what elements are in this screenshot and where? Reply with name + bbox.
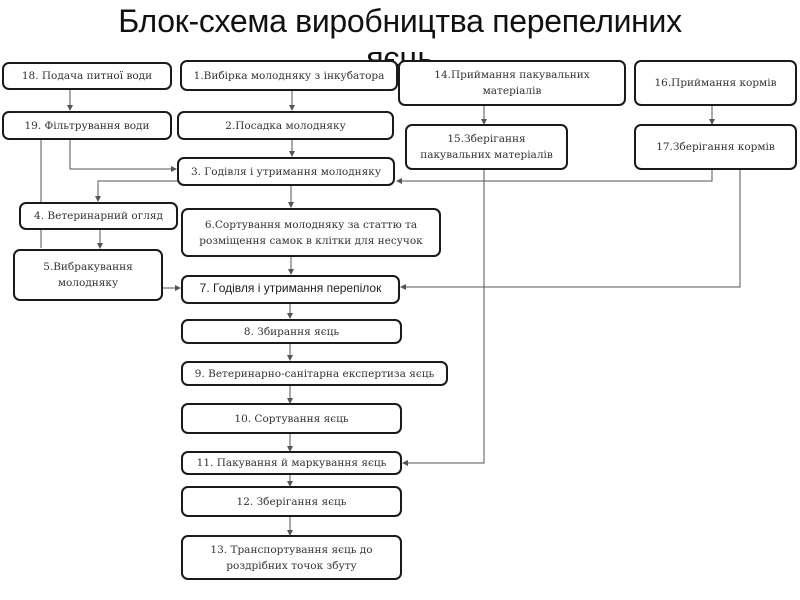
node-18-drinking-water-supply[interactable]: 18. Подача питної води	[2, 62, 172, 90]
node-4-vet-inspection[interactable]: 4. Ветеринарний огляд	[19, 202, 178, 230]
node-9-vet-sanitary-exam[interactable]: 9. Ветеринарно-санітарна експертиза яєць	[181, 361, 448, 386]
node-10-egg-sorting[interactable]: 10. Сортування яєць	[181, 403, 402, 434]
node-7-quail-feeding[interactable]: 7. Годівля і утримання перепілок	[181, 275, 400, 304]
diagram-title: Блок-схема виробництва перепелиних яєць	[0, 2, 800, 77]
node-13-transport[interactable]: 13. Транспортування яєць до роздрібних т…	[181, 535, 402, 580]
node-19-water-filtration[interactable]: 19. Фільтрування води	[2, 111, 172, 140]
edge-19-3	[69, 140, 177, 172]
node-15-packaging-storage[interactable]: 15.Зберігання пакувальних матеріалів	[405, 124, 568, 170]
node-6-sex-sorting[interactable]: 6.Сортування молодняку за статтю та розм…	[181, 208, 441, 257]
node-3-young-feeding[interactable]: 3. Годівля і утримання молодняку	[177, 157, 395, 186]
node-16-feed-receipt[interactable]: 16.Приймання кормів	[634, 60, 797, 106]
edge-17-7	[400, 170, 741, 290]
node-12-egg-storage[interactable]: 12. Зберігання яєць	[181, 486, 402, 517]
edge-3-4	[95, 180, 178, 202]
node-11-packing-labeling[interactable]: 11. Пакування й маркування яєць	[181, 451, 402, 475]
edge-15-11	[402, 170, 485, 466]
title-line-1: Блок-схема виробництва перепелиних	[118, 3, 682, 39]
node-8-egg-collection[interactable]: 8. Збирання яєць	[181, 319, 402, 344]
node-14-packaging-receipt[interactable]: 14.Приймання пакувальних матеріалів	[398, 60, 626, 106]
node-2-placement[interactable]: 2.Посадка молодняку	[177, 111, 394, 140]
node-17-feed-storage[interactable]: 17.Зберігання кормів	[634, 124, 797, 170]
edge-17-3	[396, 170, 713, 184]
node-1-hatchery-selection[interactable]: 1.Вибірка молодняку з інкубатора	[180, 60, 398, 91]
node-5-culling[interactable]: 5.Вибракування молодняку	[13, 249, 163, 301]
